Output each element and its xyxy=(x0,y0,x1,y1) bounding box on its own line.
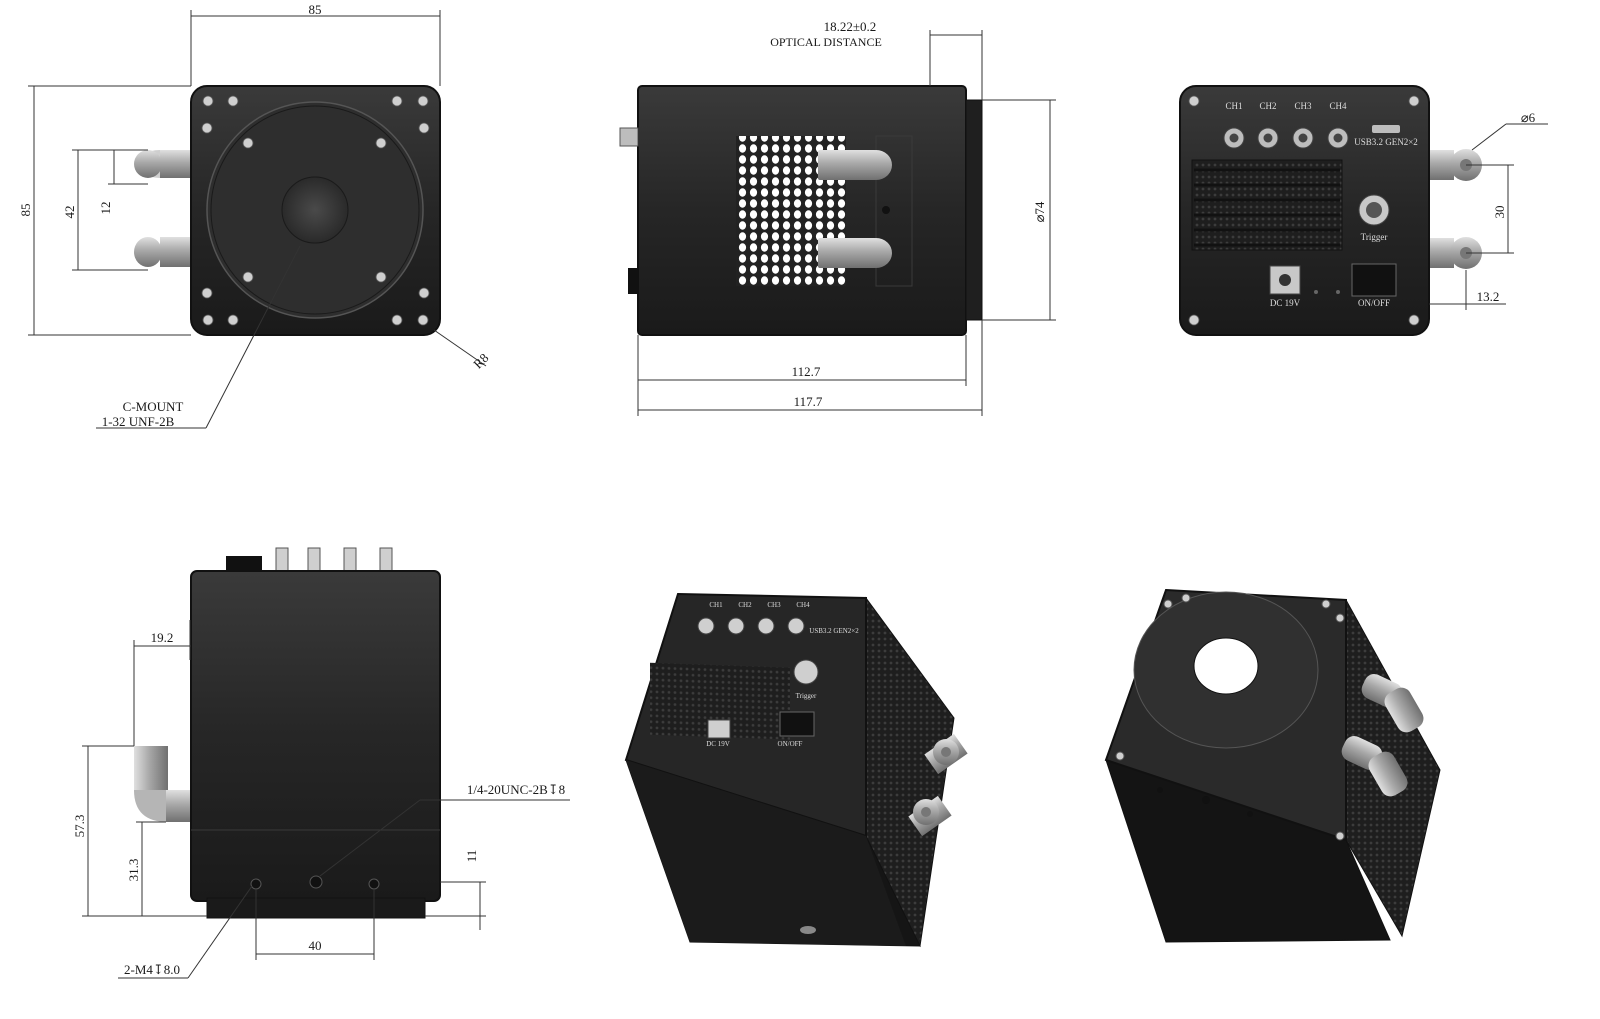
dim-13-2: 13.2 xyxy=(1477,289,1500,304)
dim-r8: R8 xyxy=(470,350,491,371)
isometric-front-view xyxy=(1104,588,1441,943)
dim-42: 42 xyxy=(62,206,77,219)
dim-height-85: 85 xyxy=(18,204,33,217)
hole-note: 2-M4↧8.0 xyxy=(124,962,180,977)
screws xyxy=(201,95,430,326)
lens-opening xyxy=(281,176,349,244)
dim-112-7: 112.7 xyxy=(792,364,821,379)
iso-ch2-label: CH2 xyxy=(738,601,752,609)
rear-view: CH1 CH2 CH3 CH4 USB3.2 GEN2×2 Trigger DC… xyxy=(1179,85,1548,336)
dim-31-3: 31.3 xyxy=(126,859,141,882)
dim-diameter-74: ⌀74 xyxy=(1032,201,1047,222)
dim-width-85: 85 xyxy=(309,2,322,17)
rear-dc-label: DC 19V xyxy=(1270,298,1301,308)
rear-trigger-label: Trigger xyxy=(1361,232,1388,242)
side-flange xyxy=(965,99,983,321)
iso-dc-label: DC 19V xyxy=(706,740,730,748)
iso-usb-label: USB3.2 GEN2×2 xyxy=(809,627,859,635)
mount-label-line1: C-MOUNT xyxy=(123,399,184,414)
mount-holes xyxy=(250,875,380,890)
rear-ch2-label: CH2 xyxy=(1259,101,1276,111)
rear-dimensions xyxy=(1429,123,1548,310)
bottom-dimensions xyxy=(82,620,570,979)
iso-ch4-label: CH4 xyxy=(796,601,810,609)
iso-power-label: ON/OFF xyxy=(778,740,803,748)
rear-ch4-label: CH4 xyxy=(1329,101,1347,111)
cooling-fittings xyxy=(134,150,196,267)
iso-front-fittings xyxy=(1341,674,1424,797)
usb-port xyxy=(1372,125,1400,133)
thread-note: 1/4-20UNC-2B↧8 xyxy=(467,782,565,797)
iso-ch1-label: CH1 xyxy=(709,601,723,609)
side-dimensions xyxy=(637,30,1056,416)
iso-ch3-label: CH3 xyxy=(767,601,781,609)
dim-11: 11 xyxy=(464,850,479,863)
optical-distance-label: OPTICAL DISTANCE xyxy=(770,35,882,49)
rear-ch1-label: CH1 xyxy=(1225,101,1242,111)
dim-19-2: 19.2 xyxy=(151,630,174,645)
dim-57-3: 57.3 xyxy=(72,815,87,838)
mount-label-line2: 1-32 UNF-2B xyxy=(102,414,175,429)
rear-ch3-label: CH3 xyxy=(1294,101,1312,111)
rear-usb-label: USB3.2 GEN2×2 xyxy=(1354,137,1418,147)
dim-40: 40 xyxy=(309,938,322,953)
bottom-view: 19.2 1/4-20UNC-2B↧8 57.3 31.3 11 40 2-M4… xyxy=(72,547,570,979)
dim-12: 12 xyxy=(98,202,113,215)
front-view: 85 85 42 12 R8 C-MOUNT 1-32 UNF-2B xyxy=(18,2,491,429)
elbow-fitting xyxy=(134,746,190,822)
iso-trigger-label: Trigger xyxy=(796,692,817,700)
isometric-rear-view: CH1 CH2 CH3 CH4 USB3.2 GEN2×2 Trigger DC… xyxy=(624,592,968,948)
dim-117-7: 117.7 xyxy=(794,394,823,409)
rear-screws xyxy=(1188,95,1420,326)
fan-grille xyxy=(1191,159,1343,251)
rear-fittings xyxy=(1424,149,1482,269)
dim-30: 30 xyxy=(1492,206,1507,219)
bnc-connectors xyxy=(1223,127,1349,149)
fan-slots xyxy=(1194,168,1340,247)
top-connectors xyxy=(226,547,393,573)
power-switch xyxy=(1351,263,1397,297)
side-fittings xyxy=(818,150,892,268)
front-dimensions xyxy=(28,10,487,429)
optical-distance-value: 18.22±0.2 xyxy=(824,19,877,34)
rear-power-label: ON/OFF xyxy=(1358,298,1390,308)
bottom-body xyxy=(190,570,441,902)
side-view: 18.22±0.2 OPTICAL DISTANCE ⌀74 112.7 117… xyxy=(619,19,1056,416)
dim-diameter-6: ⌀6 xyxy=(1521,110,1536,125)
iso-rear-fittings xyxy=(908,733,968,837)
